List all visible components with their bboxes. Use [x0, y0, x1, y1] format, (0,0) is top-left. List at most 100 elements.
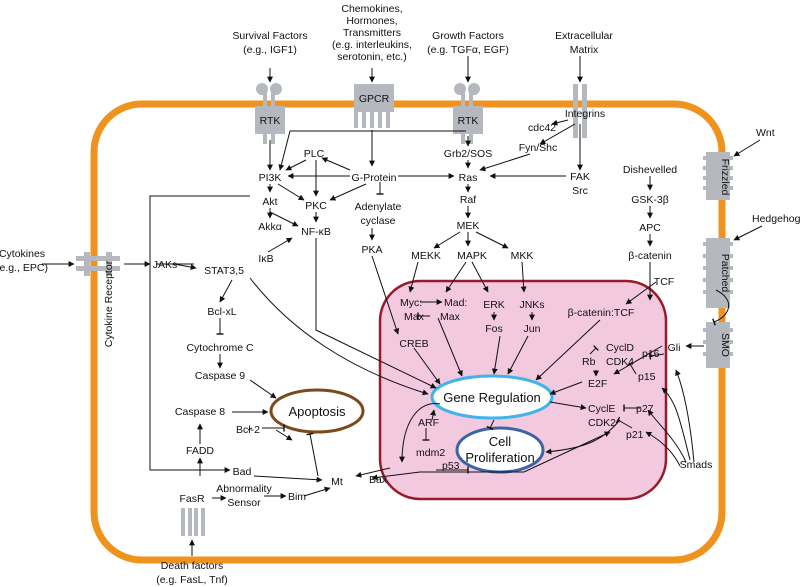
- label-bad: Bad: [233, 466, 252, 478]
- label-cycle: CyclE: [588, 403, 615, 415]
- label-p15: p15: [638, 371, 656, 383]
- label-cytokines: Cytokines: [0, 248, 45, 260]
- label-smo: SMO: [719, 333, 731, 357]
- label-ikb: IκB: [258, 253, 273, 265]
- rtk-receptor-growth: [453, 83, 483, 144]
- integrins-receptor: [573, 84, 587, 138]
- label-hormones: Hormones,: [346, 15, 397, 27]
- cytokine-receptor: [76, 252, 120, 276]
- label-cdk2: CDK2: [588, 417, 616, 429]
- label-extracellular: Extracellular: [555, 30, 613, 42]
- label-bcl-xl: Bcl-xL: [207, 306, 236, 318]
- label-caspase-8: Caspase 8: [175, 406, 225, 418]
- receptor-labels: RTK GPCR RTK Integrins Frizzled Patched …: [103, 93, 731, 505]
- label-bcl-2: Bcl-2: [236, 424, 260, 436]
- label-interleukins: (e.g. interleukins,: [332, 39, 412, 51]
- label-e2f: E2F: [588, 378, 607, 390]
- label-adenylate: Adenylate: [355, 201, 402, 213]
- label-fak: FAK: [570, 171, 590, 183]
- label-mek: MEK: [457, 220, 480, 232]
- label-grb2-sos: Grb2/SOS: [444, 148, 492, 160]
- label-wnt: Wnt: [756, 127, 775, 139]
- label-cdc42: cdc42: [528, 122, 556, 134]
- label-pi3k: PI3K: [259, 172, 282, 184]
- label-smads: Smads: [680, 459, 713, 471]
- label-growth-example: (e.g. TGFα, EGF): [427, 44, 509, 56]
- label-transmitters: Transmitters: [343, 27, 401, 39]
- label-creb: CREB: [399, 338, 428, 350]
- label-death-example: (e.g. FasL, Tnf): [156, 574, 228, 586]
- rtk-receptor-survival: [255, 83, 285, 144]
- label-bim: Bim: [288, 491, 306, 503]
- label-jaks: JAKs: [153, 259, 178, 271]
- apoptosis-oval: [269, 388, 365, 434]
- label-apoptosis: Apoptosis: [288, 404, 346, 419]
- label-rb: Rb: [582, 356, 596, 368]
- patched-receptor: [703, 238, 733, 308]
- label-ras: Ras: [459, 172, 478, 184]
- label-apc: APC: [639, 222, 661, 234]
- label-jun: Jun: [524, 323, 541, 335]
- label-max-2: Max: [440, 311, 461, 323]
- label-serotonin: serotonin, etc.): [337, 51, 406, 63]
- label-pkc: PKC: [305, 200, 327, 212]
- label-beta-catenin-tcf: β-catenin:TCF: [568, 307, 635, 319]
- label-abnormality: Abnormality: [216, 483, 272, 495]
- label-jnks: JNKs: [519, 299, 544, 311]
- label-max-1: Max: [404, 311, 425, 323]
- label-fos: Fos: [485, 323, 503, 335]
- extracellular-labels: Survival Factors (e.g., IGF1) Chemokines…: [0, 3, 800, 586]
- label-fasr: FasR: [179, 493, 205, 505]
- label-mapk: MAPK: [457, 250, 487, 262]
- label-beta-catenin: β-catenin: [628, 250, 672, 262]
- label-arf: ARF: [418, 417, 439, 429]
- gene-regulation-oval: [430, 374, 554, 420]
- fasr-receptor: [181, 508, 205, 536]
- label-src: Src: [572, 185, 588, 197]
- label-g-protein: G-Protein: [352, 172, 397, 184]
- label-fadd: FADD: [186, 445, 214, 457]
- label-myc: Myc:: [400, 297, 422, 309]
- label-frizzled: Frizzled: [719, 159, 731, 196]
- label-sensor: Sensor: [227, 497, 261, 509]
- pathway-arrows: [42, 56, 763, 556]
- label-bax: Bax: [369, 474, 388, 486]
- label-mekk: MEKK: [411, 250, 441, 262]
- gpcr-receptor: [354, 84, 394, 128]
- label-survival-example: (e.g., IGF1): [243, 44, 297, 56]
- label-gene-regulation: Gene Regulation: [443, 390, 541, 405]
- label-cytokines-example: (e.g., EPC): [0, 262, 48, 274]
- label-integrins: Integrins: [565, 108, 605, 120]
- label-fyn-shc: Fyn/Shc: [519, 142, 558, 154]
- label-matrix: Matrix: [570, 44, 599, 56]
- label-akka: Akkα: [258, 221, 282, 233]
- label-erk: ERK: [483, 299, 505, 311]
- label-cell: Cell: [489, 434, 512, 449]
- label-rtk-2: RTK: [458, 115, 479, 127]
- label-mad: Mad:: [444, 297, 467, 309]
- label-plc: PLC: [304, 148, 325, 160]
- label-p53: p53: [442, 460, 460, 472]
- label-cytochrome-c: Cytochrome C: [186, 342, 254, 354]
- label-nfkb: NF-κB: [301, 226, 331, 238]
- label-tcf: TCF: [654, 276, 674, 288]
- label-mkk: MKK: [511, 250, 534, 262]
- label-hedgehog: Hedgehog: [752, 213, 800, 225]
- label-cdk4: CDK4: [606, 356, 634, 368]
- label-gpcr: GPCR: [359, 93, 390, 105]
- smo-receptor: [703, 322, 733, 368]
- label-proliferation: Proliferation: [465, 450, 534, 465]
- label-growth-factors: Growth Factors: [432, 30, 504, 42]
- label-cyclase: cyclase: [360, 215, 395, 227]
- frizzled-receptor: [703, 152, 733, 200]
- label-gsk3b: GSK-3β: [631, 194, 669, 206]
- label-p16: p16: [642, 348, 660, 360]
- label-dishevelled: Dishevelled: [623, 164, 677, 176]
- label-gli: Gli: [668, 342, 681, 354]
- label-rtk-1: RTK: [260, 115, 281, 127]
- label-chemokines: Chemokines,: [341, 3, 402, 15]
- label-cytokine-receptor: Cytokine Receptor: [103, 260, 115, 347]
- label-akt: Akt: [262, 196, 277, 208]
